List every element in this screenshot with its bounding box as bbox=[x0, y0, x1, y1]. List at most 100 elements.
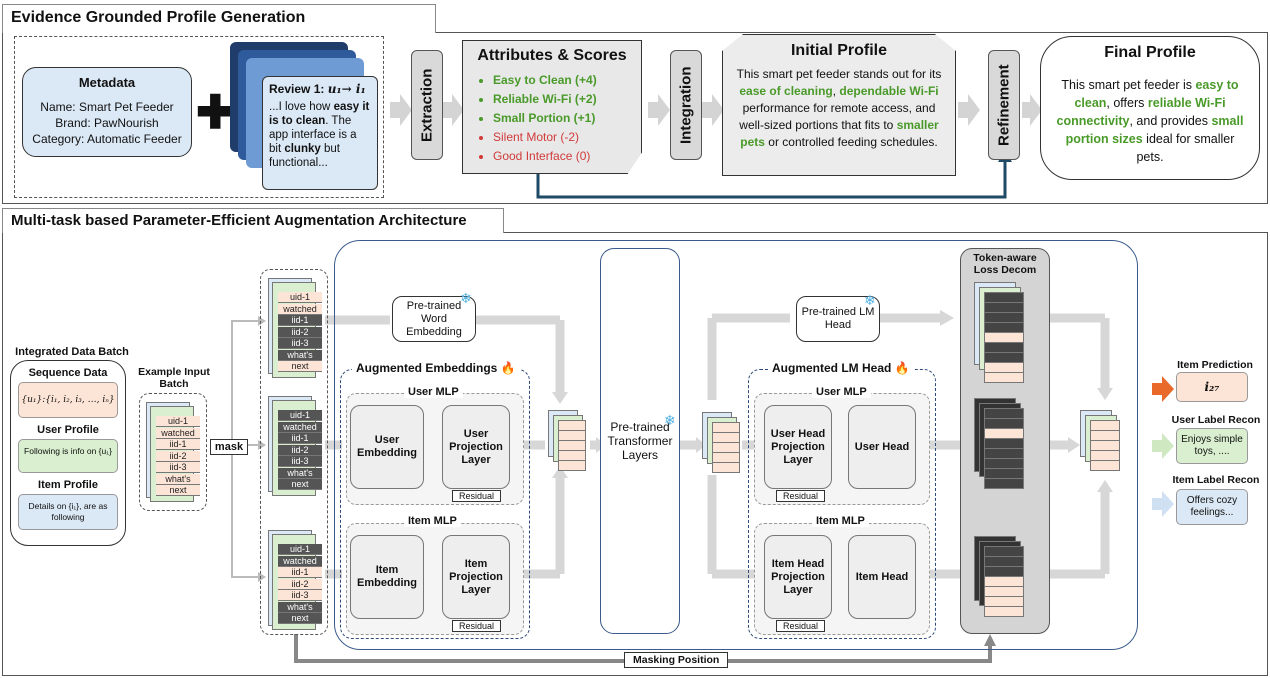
item-profile-data: Details on {i₁}, are as following bbox=[18, 494, 118, 530]
token-cell: iid-1 bbox=[278, 567, 322, 578]
vector-row bbox=[984, 577, 1024, 587]
model-container bbox=[334, 240, 1138, 650]
final-profile-box: Final Profile This smart pet feeder is e… bbox=[1040, 36, 1260, 180]
integrated-batch-box: Sequence Data {u₁}:{i₁, i₂, i₃, …, iₙ} U… bbox=[10, 360, 126, 546]
vector-front bbox=[984, 292, 1024, 383]
token-cell: watched bbox=[278, 555, 322, 567]
token-cell: iid-2 bbox=[278, 326, 322, 338]
final-highlight: easy to clean bbox=[1074, 78, 1239, 110]
masking-position-label: Masking Position bbox=[624, 652, 729, 668]
user-embedding-box: User Embedding bbox=[350, 405, 424, 489]
token-cell: next bbox=[278, 361, 322, 372]
mask-label: mask bbox=[210, 439, 248, 455]
token-cell: next bbox=[156, 485, 200, 496]
initial-text: This smart pet feeder stands out for its bbox=[736, 67, 942, 81]
vector-row bbox=[984, 567, 1024, 577]
initial-highlight: smaller pets bbox=[740, 118, 939, 149]
item-profile-title: Item Profile bbox=[38, 479, 98, 491]
fire-icon: 🔥 bbox=[500, 361, 516, 375]
token-cell: watched bbox=[156, 427, 200, 439]
bottom-section-title: Multi-task based Parameter-Efficient Aug… bbox=[2, 208, 504, 233]
token-cell: iid-2 bbox=[278, 578, 322, 590]
vector-row bbox=[984, 419, 1024, 429]
top-section bbox=[2, 32, 1268, 204]
vector-row bbox=[558, 451, 586, 461]
attributes-box: Attributes & Scores Easy to Clean (+4)Re… bbox=[462, 40, 642, 174]
vector-row bbox=[712, 433, 740, 443]
loss-token-stack bbox=[974, 536, 1034, 626]
final-text: This smart pet feeder is bbox=[1061, 78, 1196, 92]
attributes-list: Easy to Clean (+4)Reliable Wi-Fi (+2)Sma… bbox=[463, 71, 641, 166]
initial-profile-title: Initial Profile bbox=[790, 42, 887, 59]
user-mlp-title: User MLP bbox=[812, 386, 871, 398]
vector-row bbox=[984, 459, 1024, 469]
vector-row bbox=[712, 443, 740, 453]
vector-row bbox=[984, 607, 1024, 617]
loss-token-stack bbox=[974, 282, 1034, 383]
token-cell: uid-1 bbox=[156, 416, 200, 427]
final-text: , and provides bbox=[1129, 114, 1212, 128]
transformer-box: Pre-trained Transformer Layers bbox=[600, 248, 680, 634]
attribute-item: Good Interface (0) bbox=[493, 147, 641, 166]
aug-embeddings-title: Augmented Embeddings 🔥 bbox=[352, 361, 520, 375]
user-projection-box: User Projection Layer bbox=[442, 405, 510, 489]
word-embedding-box: Pre-trained Word Embedding bbox=[392, 296, 476, 342]
fire-icon: 🔥 bbox=[894, 361, 910, 375]
attribute-item: Small Portion (+1) bbox=[493, 109, 641, 128]
token-cell: watched bbox=[278, 421, 322, 433]
masked-batches-box bbox=[260, 269, 328, 635]
token-cell: what's bbox=[278, 349, 322, 361]
aug-lm-head-title: Augmented LM Head 🔥 bbox=[768, 361, 914, 375]
user-profile-data: Following is info on {u₁} bbox=[18, 439, 118, 473]
vector-front bbox=[984, 546, 1024, 617]
user-profile-title: User Profile bbox=[37, 424, 99, 436]
final-text: , offers bbox=[1106, 96, 1148, 110]
lm-head-box: Pre-trained LM Head bbox=[796, 296, 880, 342]
metadata-line: Name: Smart Pet Feeder bbox=[40, 100, 174, 114]
item-mlp-title: Item MLP bbox=[812, 515, 869, 527]
review-title: Review 1: bbox=[269, 82, 325, 96]
vector-row bbox=[984, 408, 1024, 419]
review-highlight: easy it is to clean bbox=[269, 101, 370, 127]
token-cell: next bbox=[278, 479, 322, 490]
review-highlight: clunky bbox=[284, 143, 321, 155]
aug-lm-head-label: Augmented LM Head bbox=[772, 361, 892, 375]
token-cell: iid-3 bbox=[278, 456, 322, 467]
attribute-item: Silent Motor (-2) bbox=[493, 128, 641, 147]
metadata-line: Category: Automatic Feeder bbox=[32, 132, 182, 146]
user-head-box: User Head bbox=[848, 405, 916, 489]
token-cell: iid-1 bbox=[278, 433, 322, 444]
token-cell: what's bbox=[278, 601, 322, 613]
metadata-heading: Metadata bbox=[78, 75, 136, 90]
loss-title: Token-aware Loss Decom bbox=[973, 252, 1037, 276]
user-recon-title: User Label Recon bbox=[1171, 414, 1261, 426]
token-cell: iid-1 bbox=[278, 315, 322, 326]
vector-row bbox=[984, 303, 1024, 313]
aug-embeddings-label: Augmented Embeddings bbox=[356, 361, 498, 375]
vector-row bbox=[984, 343, 1024, 353]
sequence-data: {u₁}:{i₁, i₂, i₃, …, iₙ} bbox=[18, 382, 118, 418]
user-head-projection-box: User Head Projection Layer bbox=[764, 405, 832, 489]
token-cell: iid-2 bbox=[278, 444, 322, 456]
frozen-snowflake-icon: ❄ bbox=[664, 412, 676, 428]
review-text: . The app interface is a bit bbox=[269, 115, 357, 155]
attribute-item: Reliable Wi-Fi (+2) bbox=[493, 90, 641, 109]
item-mlp-title: Item MLP bbox=[404, 515, 461, 527]
attribute-item: Easy to Clean (+4) bbox=[493, 71, 641, 90]
initial-text: performance for remote access, and well-… bbox=[739, 101, 936, 132]
integrated-batch-heading: Integrated Data Batch bbox=[15, 346, 129, 358]
loss-token-stack bbox=[974, 398, 1034, 498]
attributes-title: Attributes & Scores bbox=[477, 47, 627, 64]
review-text: ...I love how bbox=[269, 101, 334, 113]
vector-row bbox=[712, 453, 740, 463]
vector-row bbox=[1090, 431, 1120, 441]
user-recon-value: Enjoys simple toys, .... bbox=[1176, 428, 1248, 464]
token-cell: watched bbox=[278, 303, 322, 315]
residual-label: Residual bbox=[452, 620, 502, 632]
vector-row bbox=[984, 587, 1024, 597]
vector-row bbox=[1090, 441, 1120, 451]
initial-text: , bbox=[832, 84, 840, 98]
